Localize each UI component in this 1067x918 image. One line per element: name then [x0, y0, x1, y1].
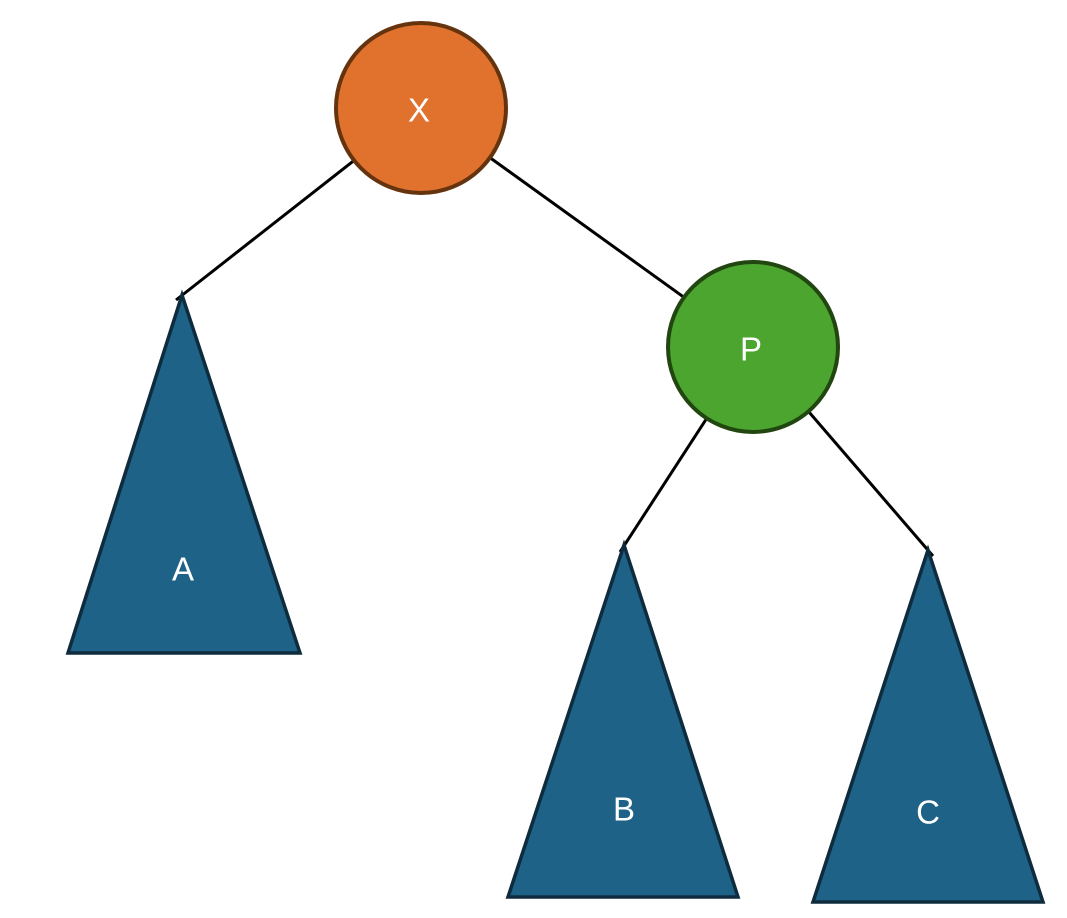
node-X-circle: [334, 21, 508, 195]
subtree-A-label: A: [172, 551, 194, 588]
subtree-B-label: B: [613, 791, 635, 828]
node-P-circle: [666, 260, 840, 434]
subtree-C-triangle: [810, 544, 1046, 904]
subtree-A-triangle: [65, 289, 303, 655]
subtree-B-triangle: [505, 539, 741, 899]
subtree-C-label: C: [916, 794, 940, 831]
node-X-label: X: [408, 92, 430, 129]
node-P-label: P: [740, 331, 762, 368]
